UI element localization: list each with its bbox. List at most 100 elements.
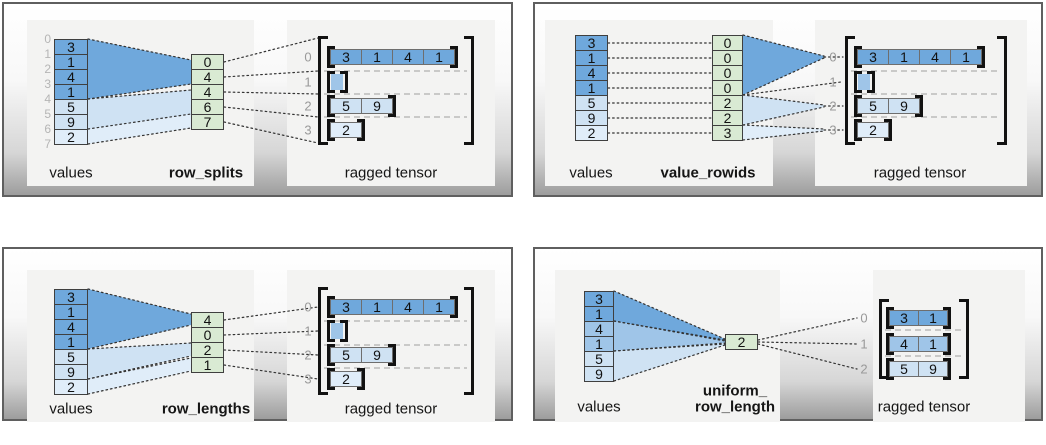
- row-open-bracket: [327, 46, 335, 68]
- fan-shape: [88, 289, 191, 349]
- tensor-cell: 2: [330, 122, 362, 138]
- row-close-bracket: [340, 71, 348, 93]
- row-open-bracket: [886, 333, 894, 355]
- tensor-cell: 1: [361, 299, 393, 315]
- tensor-row-index: 0: [304, 49, 312, 65]
- value-cell: 9: [54, 364, 88, 380]
- param-label-line2: row_length: [694, 398, 776, 416]
- tensor-open-bracket: [845, 36, 855, 145]
- tensor-cell: 2: [857, 122, 889, 138]
- row-close-bracket: [450, 296, 458, 318]
- value-cell: 1: [575, 80, 608, 96]
- tensor-cell: 1: [918, 310, 948, 326]
- value-edge-index: 5: [44, 107, 51, 121]
- tensor-row-index: 3: [829, 122, 837, 138]
- row-close-bracket: [357, 119, 365, 141]
- row-open-bracket: [327, 368, 335, 390]
- ragged-tensor-label: ragged tensor: [344, 400, 438, 418]
- tensor-row-index: 1: [829, 74, 837, 90]
- connector-layer: [607, 34, 1000, 141]
- row-open-bracket: [327, 320, 335, 342]
- value-cell: 5: [584, 351, 614, 367]
- tensor-cell: 2: [330, 371, 362, 387]
- value-cell: 2: [54, 129, 88, 145]
- row-open-bracket: [327, 296, 335, 318]
- fan-shape: [614, 291, 725, 341]
- row-open-bracket: [854, 95, 862, 117]
- value-cell: 5: [575, 95, 608, 111]
- tensor-cell: 9: [888, 98, 920, 114]
- connector-dotted-line: [613, 343, 726, 352]
- value-cell: 3: [584, 291, 614, 307]
- fan-shape: [88, 358, 191, 394]
- tensor-row-index: 1: [304, 323, 312, 339]
- connector-dotted-line: [87, 324, 192, 350]
- tensor-row-index: 2: [860, 361, 868, 377]
- tensor-cell: 9: [361, 347, 393, 363]
- value-cell: 9: [54, 114, 88, 130]
- connector-dotted-line: [742, 130, 825, 141]
- connector-dotted-line: [757, 343, 858, 370]
- param-cell: 7: [191, 114, 224, 130]
- value-cell: 1: [54, 334, 88, 350]
- param-cell: 2: [712, 95, 743, 111]
- tensor-row-index: 1: [860, 336, 868, 352]
- values-label: values: [569, 164, 613, 182]
- tensor-cell: 1: [423, 299, 455, 315]
- param-label: uniform_: [702, 382, 768, 400]
- connector-dotted-line: [742, 81, 842, 96]
- connector-dotted-line: [87, 113, 192, 130]
- row-close-bracket: [884, 119, 892, 141]
- tensor-cell: 4: [392, 49, 424, 65]
- row-open-bracket: [327, 344, 335, 366]
- tensor-cell: 1: [950, 49, 982, 65]
- param-cell: 6: [191, 99, 224, 115]
- value-cell: 9: [575, 110, 608, 126]
- connector-dotted-line: [223, 364, 319, 380]
- tensor-cell: 4: [392, 299, 424, 315]
- param-cell: 0: [191, 327, 224, 343]
- param-cell: 1: [191, 357, 224, 373]
- tensor-open-bracket: [318, 36, 328, 145]
- row-close-bracket: [943, 307, 951, 329]
- tensor-open-bracket: [879, 299, 889, 379]
- value-cell: 5: [54, 99, 88, 115]
- row-close-bracket: [867, 71, 875, 93]
- connector-dotted-line: [757, 317, 858, 341]
- value-edge-index: 1: [44, 47, 51, 61]
- value-edge-index: 3: [44, 77, 51, 91]
- param-cell: 0: [712, 50, 743, 66]
- value-cell: 4: [575, 65, 608, 81]
- tensor-row-index: 0: [829, 49, 837, 65]
- connector-dotted-line: [742, 57, 825, 96]
- tensor-close-bracket: [997, 36, 1007, 145]
- tensor-close-bracket: [959, 299, 969, 379]
- row-close-bracket: [943, 358, 951, 380]
- tensor-row-index: 3: [304, 371, 312, 387]
- tensor-cell: 1: [423, 49, 455, 65]
- connector-layer: [613, 290, 962, 382]
- value-cell: 3: [54, 289, 88, 305]
- connector-dotted-line: [613, 344, 726, 382]
- tensor-close-bracket: [464, 287, 474, 395]
- value-cell: 4: [584, 321, 614, 337]
- row-close-bracket: [450, 46, 458, 68]
- tensor-cell: 9: [361, 98, 393, 114]
- connector-layer: [87, 288, 467, 395]
- values-label: values: [577, 398, 621, 416]
- value-cell: 2: [54, 379, 88, 395]
- tensor-open-bracket: [318, 287, 328, 395]
- connector-dotted-line: [223, 91, 319, 95]
- value-edge-index: 6: [44, 122, 51, 136]
- connector-dotted-line: [757, 341, 858, 345]
- fan-shape: [614, 321, 725, 351]
- param-cell: 3: [712, 125, 743, 141]
- connector-dotted-line: [87, 83, 192, 100]
- value-cell: 4: [54, 69, 88, 85]
- values-label: values: [49, 400, 93, 418]
- param-cell: 0: [191, 54, 224, 70]
